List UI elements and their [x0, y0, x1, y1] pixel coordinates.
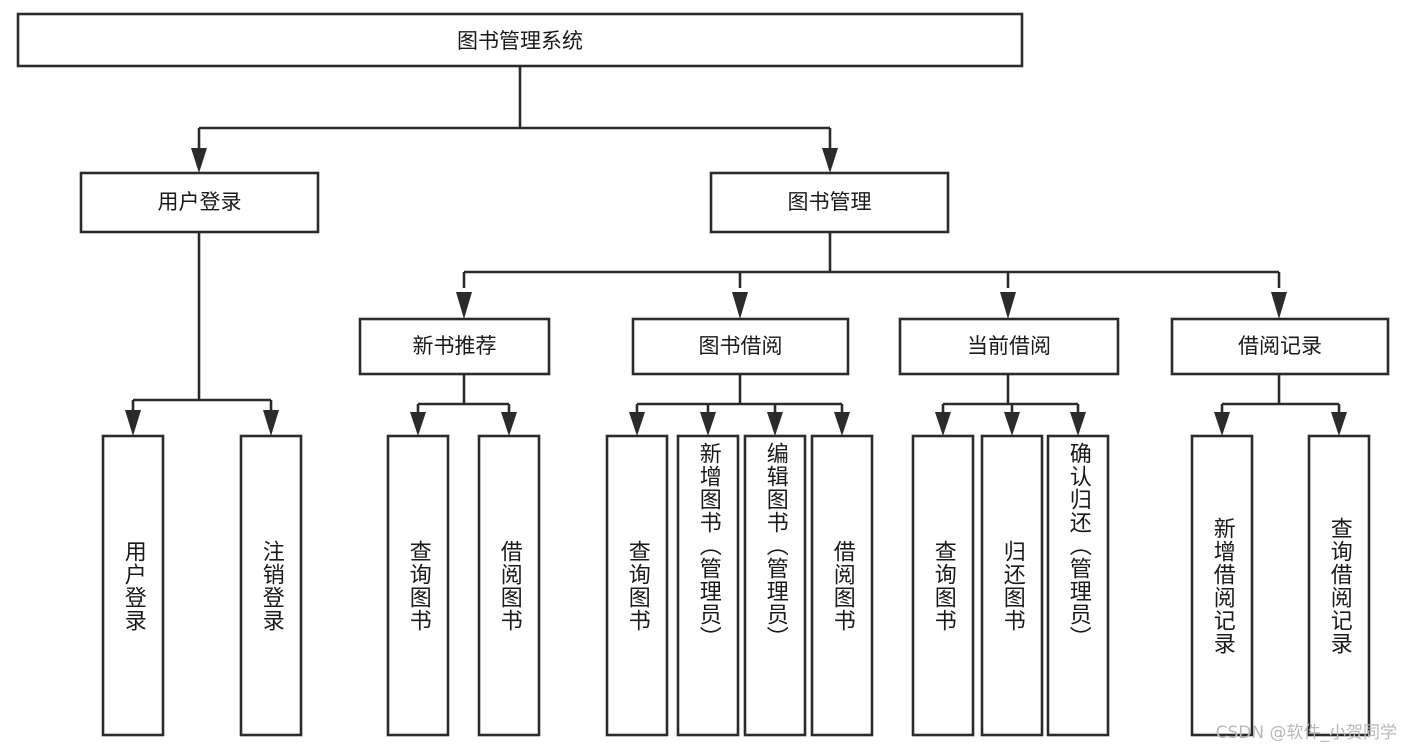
node-current-box[interactable] [898, 317, 1120, 376]
node-bookmgmt[interactable]: 图书管理 [709, 171, 950, 234]
arrow-head-login [191, 148, 207, 173]
arrow-head-current [1000, 292, 1016, 319]
node-login-label: 用户登录 [158, 190, 242, 214]
node-leaf12-box[interactable] [1190, 434, 1254, 737]
node-root-label: 图书管理系统 [457, 29, 583, 53]
node-borrow-box[interactable] [631, 317, 850, 376]
node-leaf9-box[interactable] [911, 434, 975, 737]
arrow-head-leaf6 [700, 412, 716, 436]
arrow-head-leaf12 [1214, 412, 1230, 436]
node-records[interactable]: 借阅记录 [1170, 317, 1390, 376]
node-leaf4-box[interactable] [477, 434, 541, 737]
node-leaf2-box[interactable] [239, 434, 303, 737]
arrow-head-leaf3 [410, 412, 426, 436]
node-leaf11-box[interactable] [1046, 434, 1110, 737]
arrow-head-leaf9 [935, 412, 951, 436]
csdn-watermark: CSDN @软件_小贺同学 [1215, 723, 1397, 743]
node-leaf1-box[interactable] [101, 434, 165, 737]
arrow-head-leaf2 [263, 410, 279, 436]
node-current-label: 当前借阅 [967, 334, 1051, 358]
arrow-head-leaf5 [629, 412, 645, 436]
node-login-box[interactable] [79, 171, 320, 234]
node-borrow[interactable]: 图书借阅 [631, 317, 850, 376]
node-newbook[interactable]: 新书推荐 [358, 317, 551, 376]
nodes-layer: 图书管理系统 用户登录 图书管理 新书推荐 图书借阅 [16, 12, 1390, 737]
arrow-head-borrow [732, 292, 748, 319]
node-records-label: 借阅记录 [1238, 334, 1322, 358]
arrow-head-leaf10 [1004, 412, 1020, 436]
node-borrow-label: 图书借阅 [699, 334, 783, 358]
node-newbook-label: 新书推荐 [413, 334, 497, 358]
node-leaf5-box[interactable] [605, 434, 669, 737]
arrow-head-leaf8 [834, 412, 850, 436]
node-leaf10-box[interactable] [980, 434, 1044, 737]
node-records-box[interactable] [1170, 317, 1390, 376]
arrow-head-leaf7 [767, 412, 783, 436]
node-root-box[interactable] [16, 12, 1024, 68]
node-leaf7-box[interactable] [743, 434, 807, 737]
arrow-head-leaf1 [125, 410, 141, 436]
connectors-layer [125, 66, 1347, 436]
arrow-head-leaf4 [501, 412, 517, 436]
node-bookmgmt-box[interactable] [709, 171, 950, 234]
arrow-head-leaf11 [1070, 412, 1086, 436]
node-root[interactable]: 图书管理系统 [16, 12, 1024, 68]
node-leaf3-box[interactable] [386, 434, 450, 737]
arrow-head-bookmgmt [822, 148, 838, 173]
node-bookmgmt-label: 图书管理 [788, 190, 872, 214]
node-leaf6-box[interactable] [676, 434, 740, 737]
node-leaf13-box[interactable] [1307, 434, 1371, 737]
node-leaf8-box[interactable] [810, 434, 874, 737]
arrow-head-newbook [456, 292, 472, 319]
node-login[interactable]: 用户登录 [79, 171, 320, 234]
arrow-head-leaf13 [1331, 412, 1347, 436]
arrow-head-records [1271, 292, 1287, 319]
node-current[interactable]: 当前借阅 [898, 317, 1120, 376]
node-newbook-box[interactable] [358, 317, 551, 376]
